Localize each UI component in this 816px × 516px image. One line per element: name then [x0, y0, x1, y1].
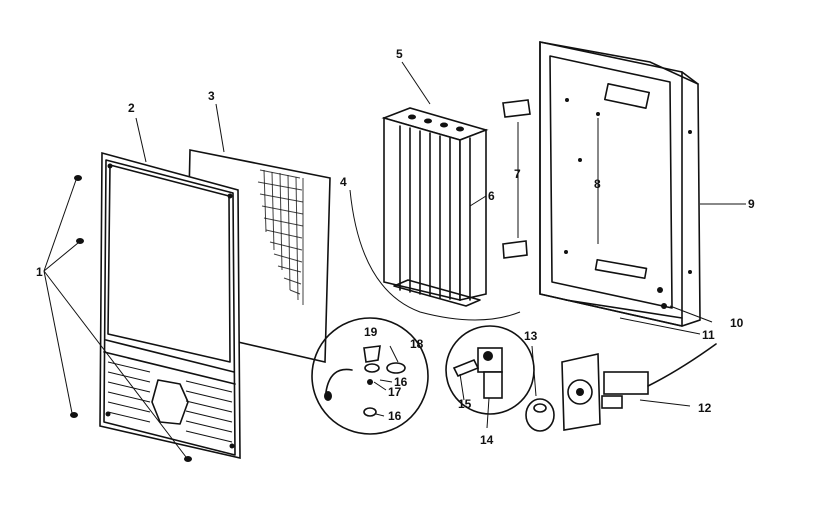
callout-16-upper: 16: [394, 375, 408, 389]
part-back-box: [539, 41, 701, 327]
detail-circle-knob-parts: [311, 317, 429, 435]
callout-2: 2: [128, 101, 135, 115]
part-thermostat: [561, 343, 717, 431]
callout-4: 4: [340, 175, 347, 189]
callout-1: 1: [36, 265, 43, 279]
callout-17: 17: [388, 385, 402, 399]
callout-15: 15: [458, 397, 472, 411]
callout-9: 9: [748, 197, 755, 211]
part-wire: [349, 189, 521, 321]
callout-10: 10: [730, 316, 744, 330]
callout-14: 14: [480, 433, 494, 447]
callout-8: 8: [594, 177, 601, 191]
callout-18: 18: [410, 337, 424, 351]
callout-19: 19: [364, 325, 378, 339]
callout-11: 11: [702, 328, 715, 342]
callout-3: 3: [208, 89, 215, 103]
callout-12: 12: [698, 401, 712, 415]
detail-circle-switch-parts: [445, 325, 535, 415]
callout-7: 7: [514, 167, 521, 181]
part-brackets: [502, 99, 531, 259]
callout-5: 5: [396, 47, 403, 61]
callout-13: 13: [524, 329, 538, 343]
part-screws: [43, 175, 192, 462]
part-heating-element: [381, 107, 489, 307]
part-knob: [525, 345, 555, 432]
part-front-grille: [99, 151, 241, 460]
callout-6: 6: [488, 189, 495, 203]
leader-lines: [135, 61, 746, 429]
callout-16-lower: 16: [388, 409, 402, 423]
